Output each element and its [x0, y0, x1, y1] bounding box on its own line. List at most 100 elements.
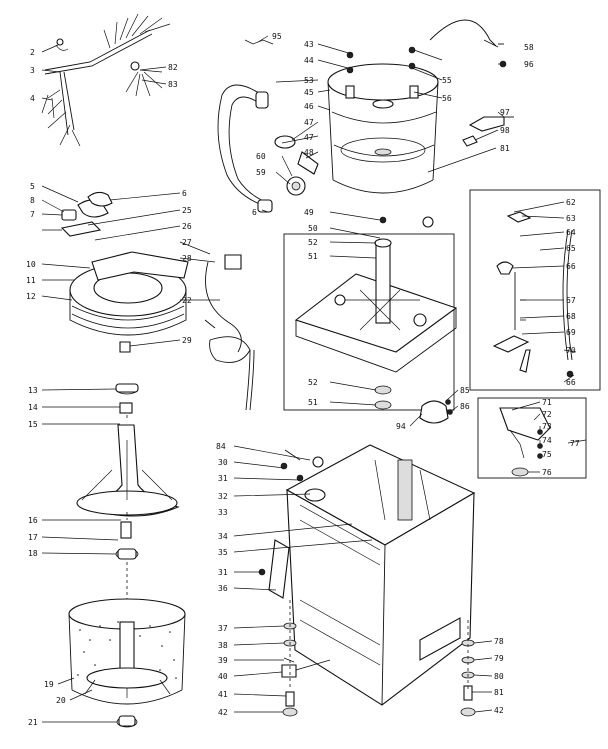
callout-29: 29 — [182, 336, 192, 345]
callout-66: 66 — [566, 262, 576, 271]
callout-52: 52 — [308, 238, 318, 247]
callout-65: 65 — [566, 244, 576, 253]
fill-hose-parts — [244, 19, 514, 228]
callout-38: 38 — [218, 641, 228, 650]
callout-18: 18 — [28, 549, 38, 558]
callout-25: 25 — [182, 206, 192, 215]
callout-45: 45 — [304, 88, 314, 97]
switch-assembly — [477, 397, 587, 479]
callout-31: 31 — [218, 474, 228, 483]
callout-31b: 31 — [218, 568, 228, 577]
callout-84: 84 — [216, 442, 226, 451]
callout-59: 59 — [256, 168, 266, 177]
leveling-legs — [281, 600, 476, 717]
callout-83: 83 — [168, 80, 178, 89]
outer-tub — [327, 46, 439, 194]
callout-50: 50 — [308, 224, 318, 233]
callout-40: 40 — [218, 672, 228, 681]
callout-97: 97 — [500, 108, 510, 117]
callout-48: 48 — [304, 148, 314, 157]
callout-95: 95 — [272, 32, 282, 41]
callout-15: 15 — [28, 420, 38, 429]
callout-49: 49 — [304, 208, 314, 217]
callout-70: 70 — [566, 346, 576, 355]
callout-8: 8 — [30, 196, 35, 205]
callout-60: 60 — [256, 152, 266, 161]
callout-13: 13 — [28, 386, 38, 395]
callout-20: 20 — [56, 696, 66, 705]
callout-42b: 42 — [494, 706, 504, 715]
callout-27: 27 — [182, 238, 192, 247]
callout-56: 56 — [442, 94, 452, 103]
callout-71: 71 — [542, 398, 552, 407]
callout-63: 63 — [566, 214, 576, 223]
callout-81b: 81 — [500, 144, 510, 153]
callout-86: 86 — [460, 402, 470, 411]
callout-2: 2 — [30, 48, 35, 57]
callout-58: 58 — [524, 43, 534, 52]
callout-30: 30 — [218, 458, 228, 467]
callout-5: 5 — [30, 182, 35, 191]
callout-39: 39 — [218, 656, 228, 665]
callout-14: 14 — [28, 403, 38, 412]
callout-41: 41 — [218, 690, 228, 699]
callout-7: 7 — [30, 210, 35, 219]
callout-4: 4 — [30, 94, 35, 103]
pump — [284, 399, 453, 468]
callout-96: 96 — [524, 60, 534, 69]
agitator — [76, 383, 180, 600]
callout-44: 44 — [304, 56, 314, 65]
callout-74: 74 — [542, 436, 552, 445]
callout-3: 3 — [30, 66, 35, 75]
callout-labels: 2 3 4 5 6 7 8 10 11 12 13 14 15 16 17 18… — [26, 32, 580, 727]
callout-22: 22 — [182, 296, 192, 305]
callout-67: 67 — [566, 296, 576, 305]
wiring-harness — [41, 13, 171, 147]
callout-79: 79 — [494, 654, 504, 663]
callout-12: 12 — [26, 292, 36, 301]
callout-82: 82 — [168, 63, 178, 72]
callout-94: 94 — [396, 422, 406, 431]
wash-basket — [68, 598, 186, 728]
callout-6b: 6 — [252, 208, 257, 217]
callout-9: 47 — [304, 133, 314, 142]
callout-55: 55 — [442, 76, 452, 85]
callout-17: 17 — [28, 533, 38, 542]
callout-37: 37 — [218, 624, 228, 633]
callout-68: 68 — [566, 312, 576, 321]
callout-26: 26 — [182, 222, 192, 231]
callout-16: 16 — [28, 516, 38, 525]
callout-21: 21 — [28, 718, 38, 727]
callout-47: 47 — [304, 118, 314, 127]
callout-81: 81 — [494, 688, 504, 697]
suspension-parts — [469, 189, 601, 391]
callout-42: 42 — [218, 708, 228, 717]
callout-85: 85 — [460, 386, 470, 395]
hoses-and-cable — [119, 254, 255, 411]
drain-hose — [217, 84, 319, 213]
callout-77: 77 — [570, 439, 580, 448]
callout-66b: 66 — [566, 378, 576, 387]
callout-76: 76 — [542, 468, 552, 477]
callout-36: 36 — [218, 584, 228, 593]
callout-52b: 52 — [308, 378, 318, 387]
callout-32: 32 — [218, 492, 228, 501]
callout-11: 11 — [26, 276, 36, 285]
callout-62: 62 — [566, 198, 576, 207]
callout-72: 72 — [542, 410, 552, 419]
seal-parts-5-8 — [60, 191, 113, 237]
callout-64: 64 — [566, 228, 576, 237]
callout-33: 33 — [218, 508, 228, 517]
callout-51b: 51 — [308, 398, 318, 407]
callout-34: 34 — [218, 532, 228, 541]
callout-10: 10 — [26, 260, 36, 269]
transmission-mount — [283, 233, 458, 411]
callout-19: 19 — [44, 680, 54, 689]
callout-53: 53 — [304, 76, 314, 85]
cabinet — [258, 444, 476, 706]
leader-lines — [41, 35, 587, 723]
callout-28: 28 — [182, 254, 192, 263]
callout-75: 75 — [542, 450, 552, 459]
tub-ring — [69, 251, 189, 336]
